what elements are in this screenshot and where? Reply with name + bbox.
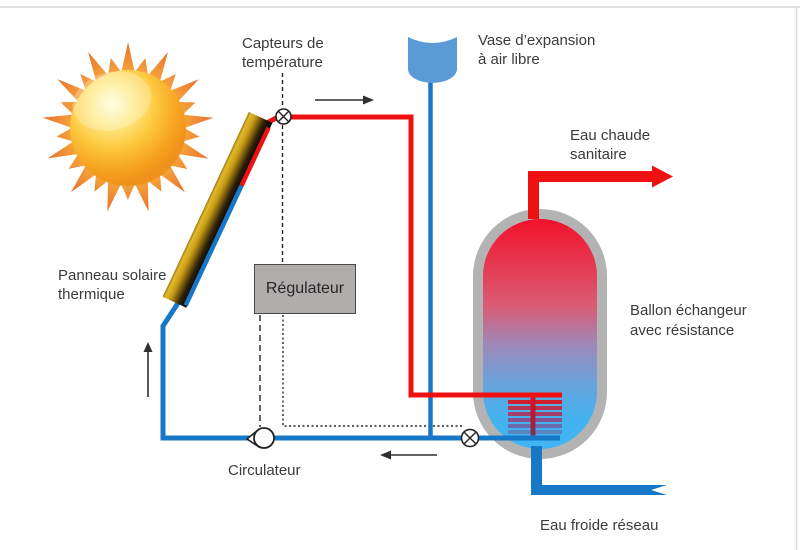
sun-ray — [170, 79, 199, 102]
solar-return-pipe — [160, 298, 560, 441]
sun-disc — [70, 70, 186, 186]
sun-gloss — [72, 71, 152, 131]
label-cold-water: Eau froide réseau — [540, 517, 659, 534]
sun-ray — [183, 128, 200, 142]
temperature-sensor-top-icon — [275, 108, 292, 125]
sun-ray — [47, 141, 78, 159]
sun-ray — [80, 74, 96, 90]
sun-ray — [57, 79, 86, 102]
circulator-pump-icon — [245, 427, 275, 449]
sun-ray — [42, 114, 73, 128]
sun-ray — [56, 128, 73, 142]
sun-ray — [183, 114, 214, 128]
hot-water-outlet-pipe — [528, 165, 673, 219]
temperature-sensor-tank-icon — [460, 428, 480, 448]
sun-ray — [70, 166, 96, 193]
label-circulator: Circulateur — [228, 462, 301, 479]
sun-ray — [148, 175, 162, 192]
regulator-label: Régulateur — [265, 280, 345, 297]
coil-downpipe — [530, 395, 536, 437]
sun-ray — [160, 166, 185, 193]
panel-red-edge — [239, 126, 271, 187]
label-tank: Ballon échangeur avec résistance — [630, 302, 747, 339]
tank — [473, 209, 607, 459]
sun-ray — [170, 154, 188, 169]
sun-icon — [42, 42, 214, 212]
sun-ray — [108, 58, 121, 75]
panel-blue-edge — [183, 184, 244, 307]
tank-water — [483, 219, 597, 449]
sun-ray — [107, 181, 121, 212]
flow-arrow-heads — [143, 95, 391, 460]
label-expansion-vessel: Vase d’expansion à air libre — [478, 32, 596, 68]
control-lines — [259, 73, 464, 427]
arrow-up-head — [143, 342, 153, 352]
sun-ray — [148, 51, 169, 81]
regulator-box: Régulateur — [254, 264, 356, 314]
sun-ray — [178, 142, 209, 159]
label-solar-panel: Panneau solaire thermique — [58, 267, 167, 303]
sun-ray — [135, 181, 149, 212]
flow-arrows — [147, 99, 437, 456]
expansion-vessel — [408, 37, 457, 83]
solar-panel-body — [162, 111, 273, 308]
solar-panel — [162, 111, 273, 308]
sun-ray — [121, 42, 135, 72]
heat-exchanger-coil — [508, 395, 562, 437]
label-hot-water: Eau chaude sanitaire — [570, 127, 651, 163]
sun-ray — [160, 74, 176, 90]
sun-ray — [88, 51, 108, 81]
regulator-to-tank-sensor-line — [282, 315, 464, 427]
label-temperature-sensors: Capteurs de température — [242, 35, 324, 71]
cold-water-inlet-pipe — [531, 446, 667, 495]
sun-ray — [121, 184, 135, 200]
sun-ray — [135, 58, 148, 75]
arrow-left-head — [380, 450, 391, 460]
sun-ray — [94, 175, 108, 192]
sun-ray — [68, 154, 86, 169]
arrow-right-head — [363, 95, 374, 105]
